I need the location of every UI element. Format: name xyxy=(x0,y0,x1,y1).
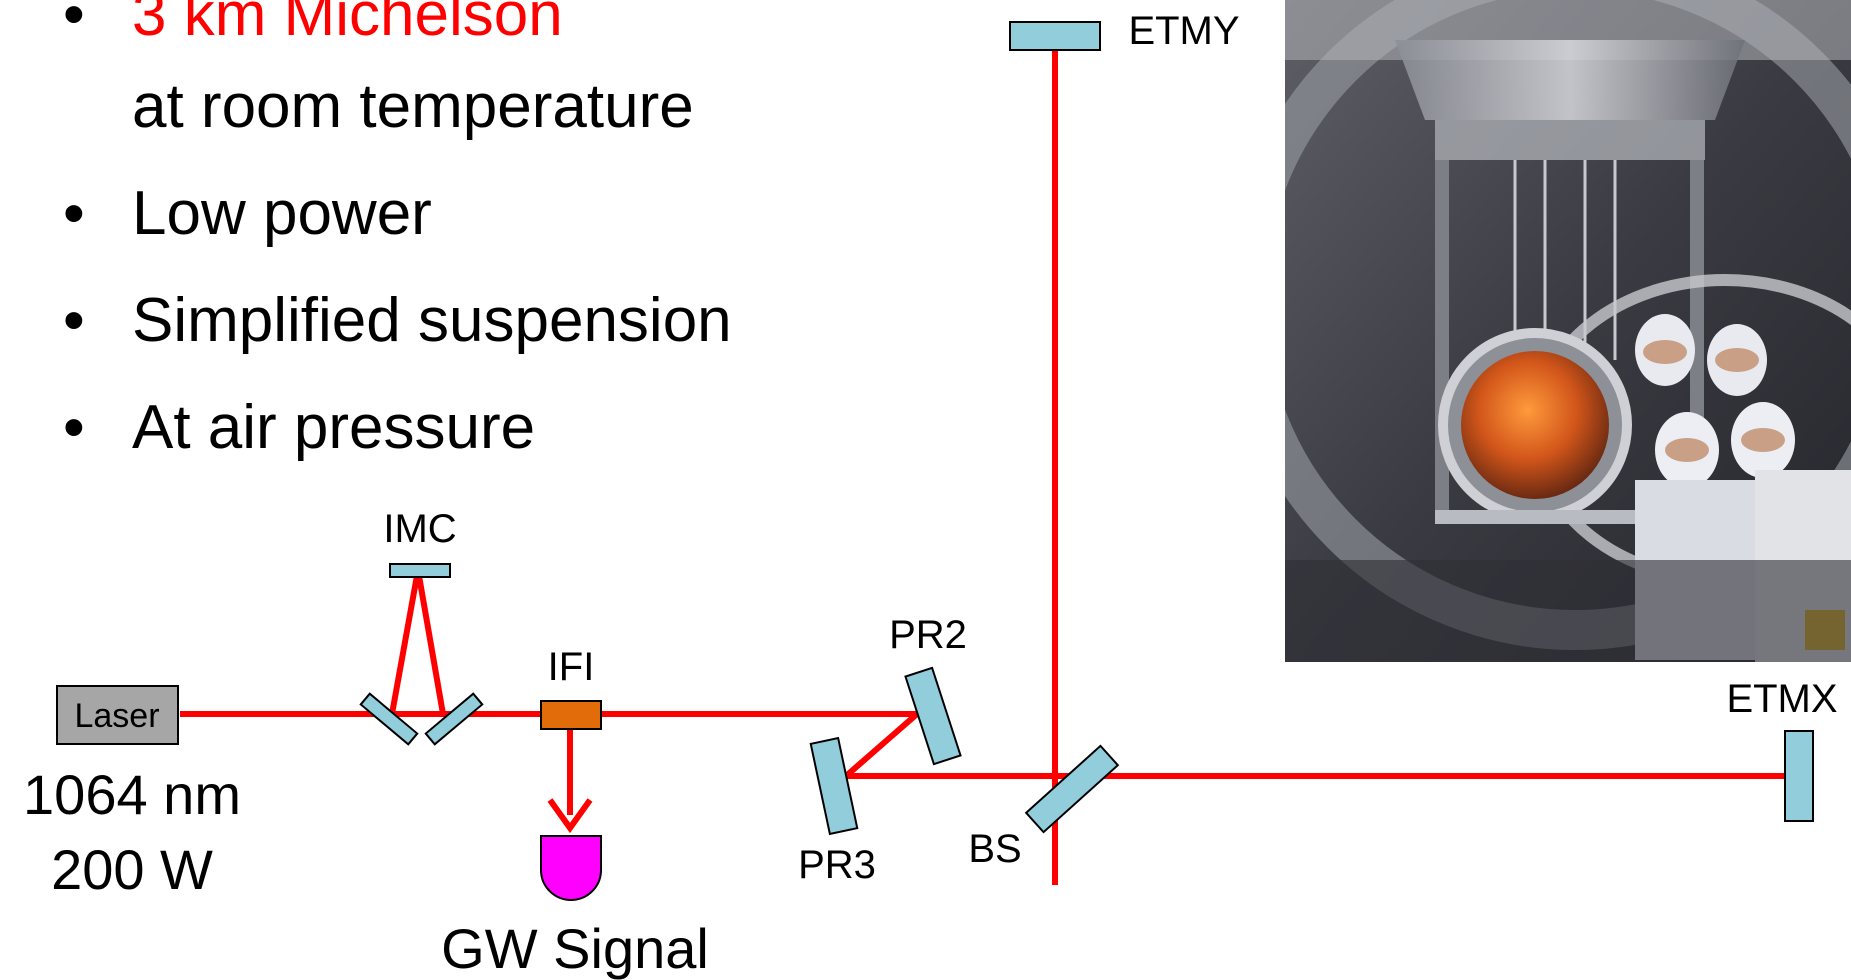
beamsplitter xyxy=(1024,744,1120,834)
bullet-text-air-pressure: At air pressure xyxy=(132,393,536,462)
pr3-label: PR3 xyxy=(798,843,876,887)
etmx-mirror xyxy=(1784,730,1814,822)
bullet-text-simplified-suspension: Simplified suspension xyxy=(132,286,732,355)
bullet-marker: • xyxy=(63,286,85,355)
power-label: 200 W xyxy=(51,838,213,901)
laser-box xyxy=(56,685,179,745)
imc-top-mirror xyxy=(389,563,451,578)
test-mass-mirror xyxy=(1438,328,1632,522)
pr2-label: PR2 xyxy=(889,613,967,657)
bullet-marker: • xyxy=(63,393,85,462)
bs-label: BS xyxy=(968,827,1021,871)
ifi-label: IFI xyxy=(548,645,595,689)
imc-right-mirror xyxy=(424,692,484,746)
bullet-text-low-power: Low power xyxy=(132,179,432,248)
recycling-beam xyxy=(838,711,1785,779)
bullet-marker: • xyxy=(63,179,85,248)
bullet-text-room-temperature: at room temperature xyxy=(132,72,694,141)
pr2-mirror xyxy=(904,666,962,766)
faraday-isolator xyxy=(540,700,602,730)
gw-signal-label: GW Signal xyxy=(441,917,709,980)
etmy-label: ETMY xyxy=(1128,9,1239,53)
etmy-mirror xyxy=(1009,21,1101,51)
imc-left-mirror xyxy=(359,692,419,746)
imc-beam xyxy=(389,569,446,715)
etmx-label: ETMX xyxy=(1726,677,1837,721)
imc-label: IMC xyxy=(383,507,456,551)
bullet-text-michelson: 3 km Michelson xyxy=(132,0,563,49)
chamber-photo xyxy=(1285,0,1851,662)
wavelength-label: 1064 nm xyxy=(23,763,241,826)
photodetector xyxy=(540,835,602,901)
pr3-mirror xyxy=(809,736,859,836)
bullet-marker: • xyxy=(63,0,85,49)
laser-label: Laser xyxy=(74,697,159,735)
signal-arrowhead xyxy=(547,798,593,834)
